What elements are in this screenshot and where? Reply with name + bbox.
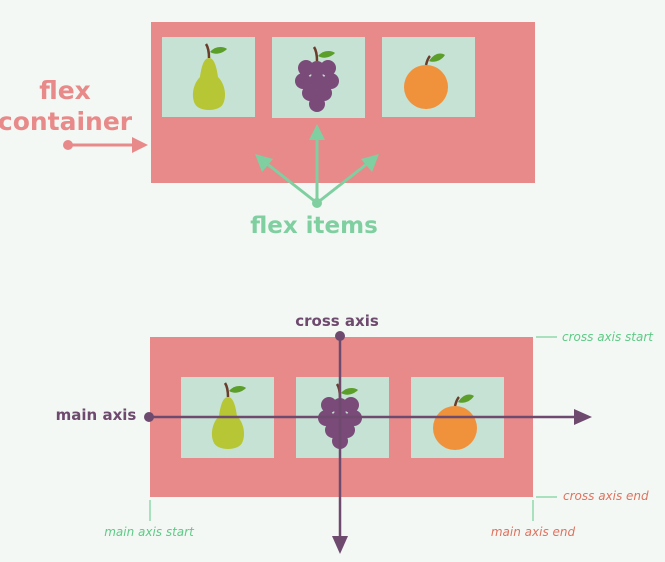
main-axis-label: main axis xyxy=(56,406,137,424)
main-axis-end-label: main axis end xyxy=(491,525,576,539)
container-pointer-arrow xyxy=(63,137,148,153)
cross-axis-end-label: cross axis end xyxy=(563,489,649,503)
cross-axis-start-label: cross axis start xyxy=(562,330,654,344)
main-axis-arrow xyxy=(144,409,592,425)
axis-marker-ticks xyxy=(149,336,557,521)
main-axis-start-label: main axis start xyxy=(104,525,195,539)
flex-container-label-line2: container xyxy=(0,107,133,136)
items-pointer-arrows xyxy=(255,124,379,208)
cross-axis-label: cross axis xyxy=(295,312,379,330)
cross-axis-arrow xyxy=(332,331,348,554)
flex-items-label: flex items xyxy=(250,213,378,239)
flex-container-label-line1: flex xyxy=(39,76,91,105)
